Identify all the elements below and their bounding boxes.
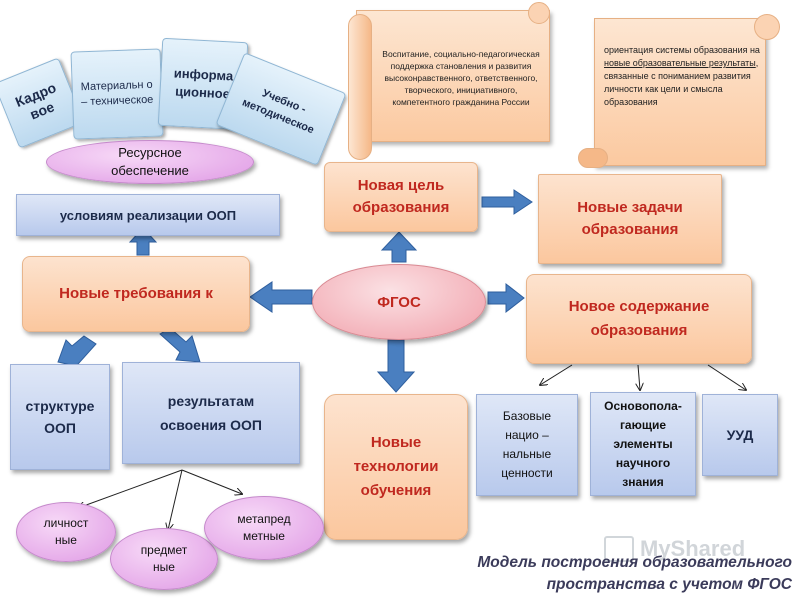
osnovopolagayushchie-box: Основопола- гающие элементы научного зна… — [590, 392, 696, 496]
caption-line2: пространства с учетом ФГОС — [546, 576, 792, 593]
watermark-label: MyShared — [640, 536, 746, 561]
conditions-box: условиям реализации ООП — [16, 194, 280, 236]
fgos-ellipse: ФГОС — [312, 264, 486, 340]
goal-label: Новая цель образования — [352, 177, 450, 216]
line-to-metapredmetnye — [181, 469, 242, 494]
predmetnye-label: предмет ные — [140, 543, 188, 574]
results-box: результатам освоения ООП — [122, 362, 300, 464]
bubble-kadrovoe-label: Кадро вое — [12, 79, 59, 123]
ellipse-metapredmetnye: метапред метные — [204, 496, 324, 560]
line-to-osnovopolagayushchie — [638, 364, 640, 390]
arrow-up-goal — [380, 231, 418, 263]
scroll-right-pre: ориентация системы образования на — [604, 45, 760, 55]
arrow-down-results — [159, 327, 201, 363]
technologies-label: Новые технологии обучения — [353, 434, 439, 499]
bazovye-box: Базовые нацио – нальные ценности — [476, 394, 578, 496]
scroll-right-post: , связанные с пониманием развития личнос… — [604, 58, 759, 107]
bazovye-label: Базовые нацио – нальные ценности — [501, 409, 553, 480]
arrow-right-content — [487, 282, 525, 314]
watermark: MyShared — [604, 534, 774, 564]
content-label: Новое содержание образования — [568, 298, 710, 339]
fgos-label: ФГОС — [377, 293, 421, 311]
goal-box: Новая цель образования — [324, 162, 478, 232]
bubble-material: Материальн о – техническое — [70, 48, 164, 140]
results-label: результатам освоения ООП — [160, 393, 262, 433]
bubble-material-label: Материальн о – техническое — [80, 78, 154, 109]
ellipse-lichnostnye: личност ные — [16, 502, 116, 562]
tasks-box: Новые задачи образования — [538, 174, 722, 264]
arrow-down-technologies — [376, 339, 416, 393]
lichnostnye-label: личност ные — [43, 516, 89, 547]
metapredmetnye-label: метапред метные — [237, 512, 291, 543]
requirements-label: Новые требования к — [59, 285, 213, 302]
tasks-label: Новые задачи образования — [577, 199, 683, 238]
watermark-logo-icon — [604, 536, 634, 562]
uud-box: УУД — [702, 394, 778, 476]
line-to-predmetnye — [168, 469, 183, 530]
requirements-box: Новые требования к — [22, 256, 250, 332]
scroll-right-text: ориентация системы образования на новые … — [604, 44, 760, 154]
arrow-right-tasks — [481, 189, 533, 215]
caption: Модель построения образовательного прост… — [400, 552, 792, 598]
resource-ellipse: Ресурсное обеспечение — [46, 140, 254, 184]
scroll-left-label: Воспитание, социально-педагогическая под… — [382, 49, 540, 107]
structure-label: структуре ООП — [25, 398, 95, 436]
arrow-left-requirements — [249, 281, 313, 313]
structure-box: структуре ООП — [10, 364, 110, 470]
line-to-lichnostnye — [78, 469, 183, 508]
scroll-right-underlined: новые образовательные результаты — [604, 58, 756, 68]
technologies-box: Новые технологии обучения — [324, 394, 468, 540]
bubble-uchebno-label: Учебно - методическое — [240, 87, 316, 137]
line-to-bazovye — [540, 364, 573, 385]
scroll-right: ориентация системы образования на новые … — [578, 14, 784, 168]
scroll-left: Воспитание, социально-педагогическая под… — [348, 2, 554, 160]
osnovopolagayushchie-label: Основопола- гающие элементы научного зна… — [604, 398, 682, 489]
uud-label: УУД — [726, 427, 754, 443]
scroll-left-text: Воспитание, социально-педагогическая под… — [376, 16, 546, 140]
line-to-uud — [707, 364, 746, 390]
resource-ellipse-label: Ресурсное обеспечение — [111, 145, 189, 178]
ellipse-predmetnye: предмет ные — [110, 528, 218, 590]
caption-line1: Модель построения образовательного — [477, 554, 792, 571]
content-box: Новое содержание образования — [526, 274, 752, 364]
conditions-label: условиям реализации ООП — [59, 207, 237, 223]
